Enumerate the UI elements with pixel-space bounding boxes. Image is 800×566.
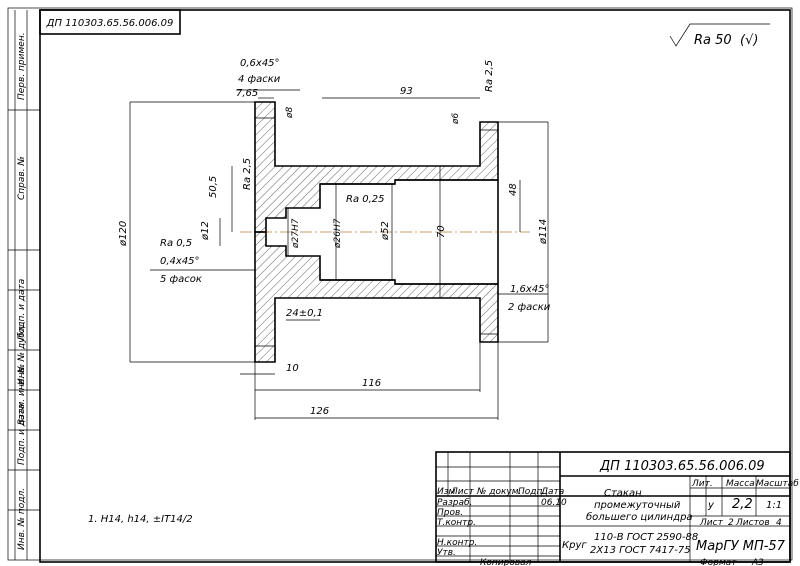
- dim-26: ø26H7: [333, 218, 343, 249]
- dim-8: ø8: [285, 106, 295, 119]
- material-line-2: 2Х13 ГОСТ 7417-75: [590, 545, 691, 556]
- lit-header: Лит.: [691, 479, 713, 489]
- left-side-strip: Перв. примен. Справ. № Подп. и дата Инв.…: [8, 10, 40, 560]
- dim-765: 7,65: [236, 88, 258, 99]
- material-line-1: 110-В ГОСТ 2590-88: [594, 532, 698, 543]
- strip-label-4: Инв. № дубл.: [17, 323, 27, 385]
- row-razrab: Разраб.: [437, 498, 472, 508]
- row-prov: Пров.: [437, 508, 463, 518]
- org-name: МарГУ МП-57: [696, 539, 786, 554]
- title-name-2: промежуточный: [594, 500, 681, 511]
- dim-48: 48: [508, 183, 519, 196]
- col-izm: Изм: [437, 487, 456, 497]
- title-name-1: Стакан: [604, 488, 642, 499]
- ra-05: Ra 0,5: [160, 238, 192, 249]
- drawing-frame: [39, 9, 791, 563]
- sheet-value: 2: [728, 518, 734, 528]
- dim-114: ø114: [538, 219, 549, 245]
- ra-left: Ra 2,5: [242, 158, 253, 190]
- dim-93: 93: [400, 86, 413, 97]
- general-roughness-check: (√): [740, 33, 758, 48]
- dim-505: 50,5: [208, 176, 219, 198]
- dim-chamfer-04-count: 5 фасок: [160, 274, 202, 285]
- col-date: Дата: [540, 487, 564, 497]
- date-value: 06.10: [541, 498, 567, 508]
- format-label: Формат: [700, 558, 737, 566]
- mass-header: Масса: [726, 479, 755, 489]
- dim-chamfer-16: 1,6x45°: [510, 284, 550, 295]
- strip-label-6: Подп. и дата: [17, 404, 27, 465]
- scale-value: 1:1: [766, 500, 782, 511]
- material-prefix: Круг: [562, 540, 587, 551]
- strip-label-2: Справ. №: [17, 156, 27, 200]
- general-roughness: Ra 50 (√): [669, 23, 770, 48]
- ra-top: Ra 2,5: [484, 60, 495, 92]
- dim-chamfer-16-count: 2 фаски: [508, 302, 551, 313]
- strip-label-5: Взам. инв. №: [17, 364, 27, 425]
- general-roughness-value: Ra 50: [694, 33, 732, 48]
- copied-label: Копировал: [480, 558, 532, 566]
- dim-120: ø120: [118, 221, 129, 247]
- scale-header: Масштаб: [756, 479, 799, 489]
- strip-label-1: Перв. примен.: [17, 32, 27, 100]
- sheet-label: Лист: [699, 518, 724, 528]
- row-tkontr: Т.контр.: [437, 518, 476, 528]
- outer-frame: [7, 7, 793, 561]
- dim-10: 10: [286, 363, 299, 374]
- ra-025: Ra 0,25: [346, 194, 385, 205]
- dim-70: 70: [436, 225, 447, 238]
- title-block: ДП 110303.65.56.006.09 Стакан промежуточ…: [435, 451, 799, 563]
- sheets-value: 4: [776, 518, 782, 528]
- title-name-3: большего цилиндра: [586, 511, 693, 523]
- dim-27: ø27H7: [291, 218, 301, 249]
- dimension-texts: 0,6x45° 4 фаски 7,65 93 Ra 2,5 ø8 ø6 50,…: [118, 58, 551, 417]
- dimension-lines: [129, 89, 549, 420]
- part-section: [254, 101, 499, 363]
- dim-12: ø12: [200, 221, 211, 241]
- dim-chamfer-small-count: 4 фаски: [238, 74, 281, 85]
- technical-notes: 1. H14, h14, ±IT14/2: [88, 514, 193, 525]
- strip-label-7: Инв. № подл.: [17, 488, 27, 550]
- lit-value: у: [707, 500, 715, 511]
- top-stamp-code: ДП 110303.65.56.006.09: [46, 18, 174, 29]
- top-stamp: ДП 110303.65.56.006.09: [39, 9, 181, 35]
- row-utv: Утв.: [437, 548, 456, 558]
- dim-24: 24±0,1: [286, 308, 323, 319]
- dim-126: 126: [310, 406, 329, 417]
- title-code: ДП 110303.65.56.006.09: [599, 459, 765, 474]
- sheets-label: Листов: [735, 518, 770, 528]
- mass-value: 2,2: [732, 497, 753, 512]
- strip-label-3: Подп. и дата: [17, 279, 27, 340]
- format-value: А3: [751, 558, 764, 566]
- col-list: Лист: [450, 487, 475, 497]
- dim-116: 116: [362, 378, 381, 389]
- dim-chamfer-small: 0,6x45°: [240, 58, 280, 69]
- row-nkontr: Н.контр.: [437, 538, 477, 548]
- col-doc: № докум.: [476, 487, 521, 497]
- col-podp: Подп.: [518, 487, 545, 497]
- dim-6: ø6: [451, 112, 461, 125]
- dim-52: ø52: [380, 221, 391, 241]
- dim-chamfer-04: 0,4x45°: [160, 256, 200, 267]
